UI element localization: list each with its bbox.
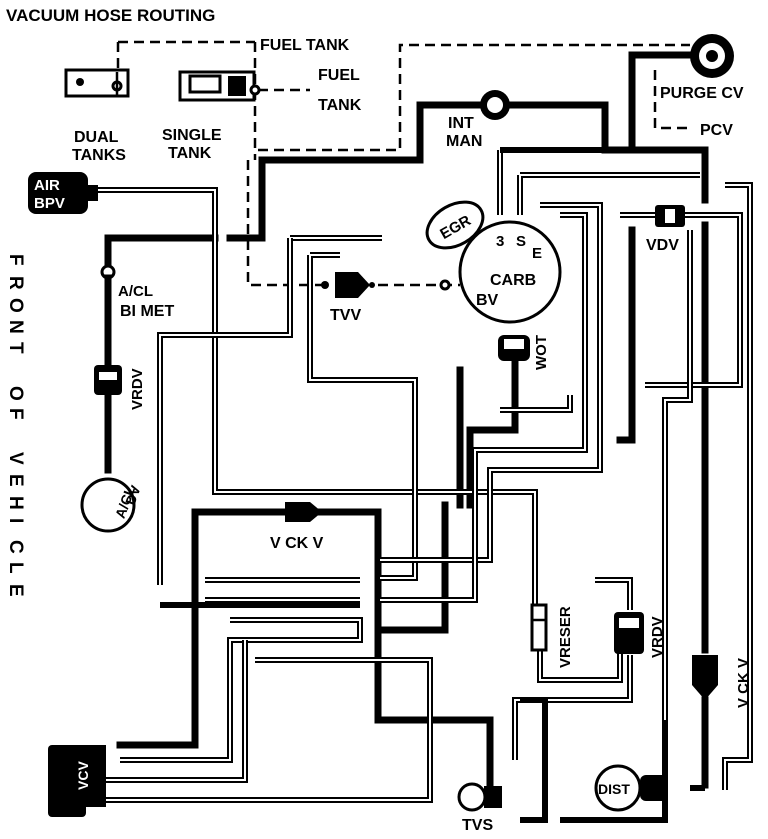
label-vrdv-right: VRDV <box>649 616 666 658</box>
label-vreser: VRESER <box>557 606 574 668</box>
egr-valve <box>425 200 485 250</box>
label-vckv-mid: V CK V <box>270 535 324 552</box>
label-bimet: BI MET <box>120 303 174 320</box>
side-label-letter: I <box>5 518 26 523</box>
label-man: MAN <box>446 133 482 150</box>
wot-switch <box>498 335 530 361</box>
tvv-valve <box>321 272 451 298</box>
label-carb-s: S <box>516 233 526 250</box>
side-label-letter: N <box>5 320 26 334</box>
vreser <box>530 603 548 652</box>
side-label-letter: L <box>5 562 26 574</box>
label-dv: DV <box>122 483 144 507</box>
label-dual: DUAL <box>74 129 119 146</box>
side-label-letter: E <box>5 584 26 597</box>
label-fuel: FUEL <box>318 67 360 84</box>
single-tank-fitting <box>178 70 261 102</box>
vckv-right-valve <box>692 655 718 700</box>
side-label-letter: R <box>5 276 26 290</box>
air-bpv <box>28 172 98 214</box>
diagram-title: VACUUM HOSE ROUTING <box>6 6 215 25</box>
label-vcv: VCV <box>75 761 91 790</box>
carburetor <box>458 220 562 324</box>
label-purge-cv: PURGE CV <box>660 85 744 102</box>
label-pcv: PCV <box>700 122 733 139</box>
acl-dv-motor <box>80 477 136 533</box>
label-fuel-tank: FUEL TANK <box>260 37 350 54</box>
label-carb-e: E <box>532 245 542 262</box>
label-tvs: TVS <box>462 817 493 834</box>
side-label-letter: T <box>5 342 26 354</box>
side-label-letter: H <box>5 496 26 510</box>
label-tank: TANK <box>318 97 362 114</box>
label-vrdv-left: VRDV <box>129 368 146 410</box>
side-label-letter: O <box>5 298 26 313</box>
main-vacuum-lines <box>104 51 709 804</box>
label-acl: A/CL <box>118 283 153 300</box>
vckv-mid-valve <box>285 502 322 522</box>
acl-bimet-sensor <box>100 264 116 369</box>
intake-manifold-port <box>480 90 510 120</box>
label-vckv-right: V CK V <box>735 658 752 708</box>
side-label-letter: V <box>5 452 26 465</box>
side-label-letter: F <box>5 408 26 420</box>
purge-cv-valve <box>690 34 734 78</box>
side-label-letter: E <box>5 474 26 487</box>
dual-tanks-fitting <box>64 68 130 98</box>
vrdv-left-valve <box>94 365 122 395</box>
side-label-letter: O <box>5 386 26 401</box>
distributor <box>594 764 668 812</box>
tvs-switch <box>457 782 502 812</box>
vcv-valve <box>48 745 106 817</box>
label-carb: CARB <box>490 272 536 289</box>
label-bpv: BPV <box>34 195 65 212</box>
vrdv-right-valve <box>614 612 644 654</box>
label-int: INT <box>448 115 474 132</box>
label-air: AIR <box>34 177 60 194</box>
label-bv: BV <box>476 292 499 309</box>
side-label-letter: C <box>5 540 26 554</box>
side-label-letter: F <box>5 254 26 266</box>
label-tvv: TVV <box>330 307 361 324</box>
label-wot: WOT <box>533 335 550 370</box>
label-single: SINGLE <box>162 127 222 144</box>
label-vdv: VDV <box>646 237 679 254</box>
label-carb-3: 3 <box>496 233 504 250</box>
secondary-vacuum-lines <box>95 147 753 823</box>
label-dist: DIST <box>598 781 630 797</box>
vdv-valve <box>655 205 685 227</box>
label-tanks: TANKS <box>72 147 126 164</box>
label-single-tank: TANK <box>168 145 212 162</box>
